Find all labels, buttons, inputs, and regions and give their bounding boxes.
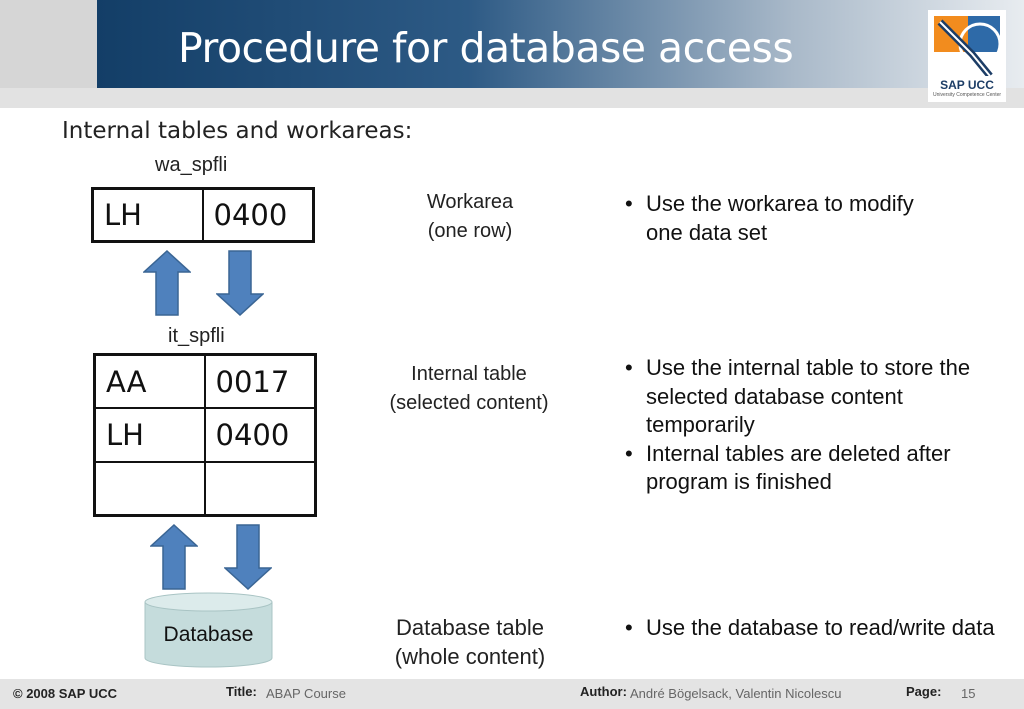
table-cell	[203, 460, 317, 517]
footer-title-label: Title:	[226, 684, 257, 699]
database-description: Database table (whole content)	[380, 613, 560, 671]
table-cell: 0017	[203, 353, 317, 410]
arrow-down-icon	[216, 250, 264, 316]
arrow-down-icon	[224, 524, 272, 590]
table-cell: 0400	[201, 187, 315, 243]
sap-ucc-logo: SAP UCC University Competence Center	[928, 10, 1006, 102]
description-line: Internal table	[411, 363, 527, 385]
footer-page-label: Page:	[906, 684, 942, 699]
header-left-block	[0, 0, 97, 92]
table-row: AA 0017	[93, 353, 317, 410]
table-cell: AA	[93, 353, 206, 410]
list-item: Use the database to read/write data	[625, 614, 995, 643]
description-line: Database table	[396, 615, 544, 640]
description-line: (one row)	[427, 220, 513, 242]
internal-table-bullets: Use the internal table to store the sele…	[625, 354, 985, 497]
page-title: Procedure for database access	[178, 24, 794, 72]
internal-table-name: it_spfli	[168, 325, 225, 347]
logo-mark-icon	[932, 14, 1002, 76]
footer-title-value: ABAP Course	[266, 686, 346, 701]
table-cell: LH	[91, 187, 204, 243]
workarea-description: Workarea (one row)	[400, 188, 540, 246]
list-item: Use the internal table to store the sele…	[625, 354, 985, 440]
list-item: Use the workarea to modify one data set	[625, 190, 955, 247]
table-row: LH 0400	[91, 187, 315, 243]
footer-author-label: Author:	[580, 684, 627, 699]
workarea-table: LH 0400	[91, 187, 315, 243]
footer-author-value: André Bögelsack, Valentin Nicolescu	[630, 686, 842, 701]
arrow-up-icon	[143, 250, 191, 316]
workarea-name: wa_spfli	[155, 154, 228, 176]
logo-subtext: University Competence Center	[932, 92, 1002, 98]
header-underline	[0, 88, 1024, 108]
internal-table: AA 0017 LH 0400	[93, 353, 317, 517]
description-line: (whole content)	[394, 644, 546, 669]
table-cell: 0400	[203, 407, 317, 463]
description-line: Workarea	[426, 191, 514, 213]
table-row: LH 0400	[93, 407, 317, 463]
table-row	[93, 460, 317, 517]
footer-copyright: © 2008 SAP UCC	[13, 686, 117, 701]
workarea-bullets: Use the workarea to modify one data set	[625, 190, 955, 247]
table-cell: LH	[93, 407, 206, 463]
database-bullets: Use the database to read/write data	[625, 614, 995, 643]
description-line: (selected content)	[389, 392, 549, 414]
footer-page-number: 15	[961, 686, 976, 701]
database-label: Database	[163, 623, 254, 646]
list-item: Internal tables are deleted after progra…	[625, 440, 985, 497]
footer: © 2008 SAP UCC Title: ABAP Course Author…	[0, 679, 1024, 709]
arrow-up-icon	[150, 524, 198, 590]
section-heading: Internal tables and workareas:	[62, 118, 413, 144]
table-cell	[93, 460, 206, 517]
internal-table-description: Internal table (selected content)	[369, 360, 569, 418]
database-cylinder-icon	[144, 592, 273, 668]
logo-text: SAP UCC	[940, 78, 994, 92]
title-bar	[97, 0, 1024, 92]
